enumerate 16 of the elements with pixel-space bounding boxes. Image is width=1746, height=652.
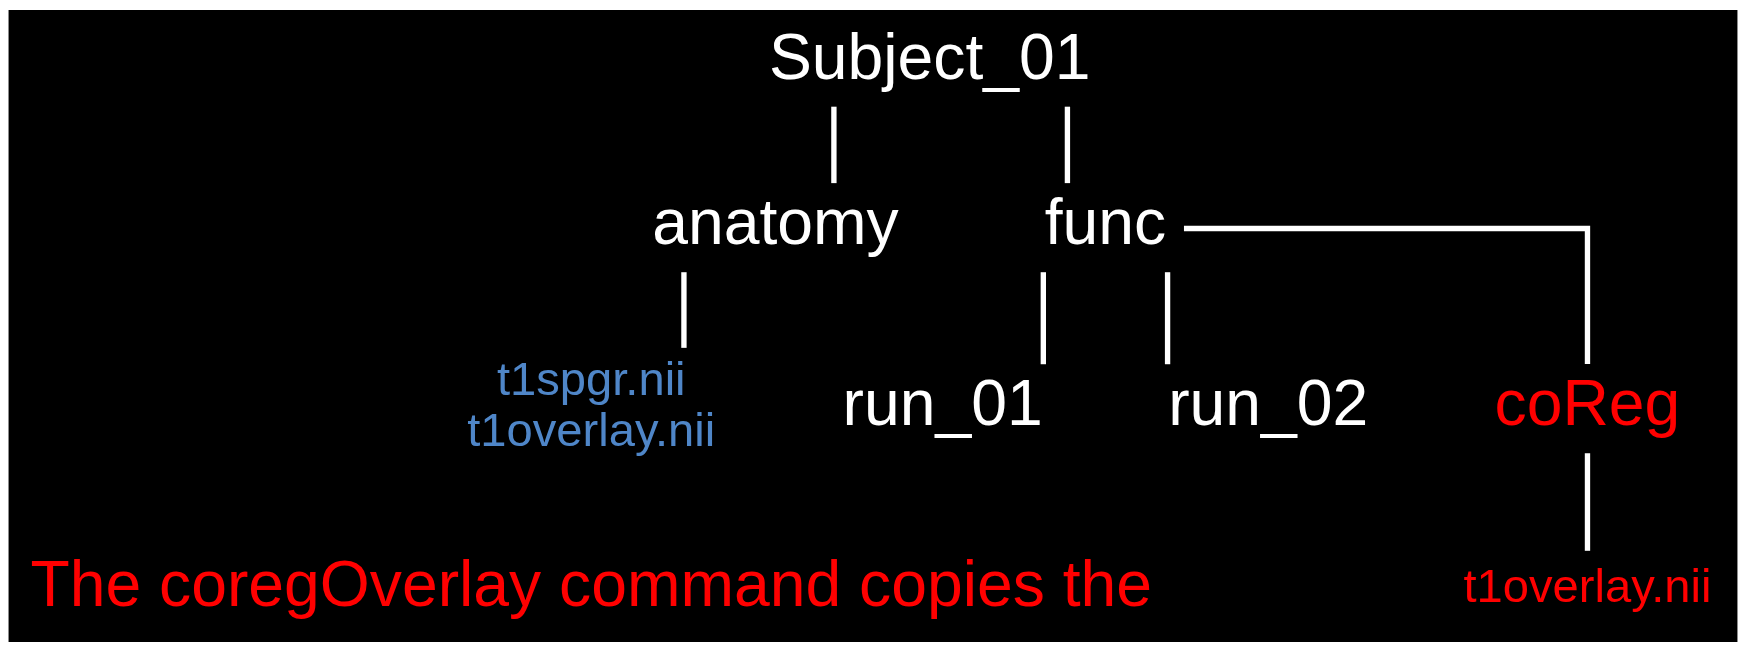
node-text: Subject_01 (768, 20, 1091, 93)
node-text: run_02 (1168, 366, 1369, 439)
connector (1584, 453, 1591, 551)
connector (681, 272, 687, 348)
label: The coregOverlay command copies the (30, 547, 1153, 620)
node-text: t1overlay.nii (1463, 558, 1712, 612)
node-text: func (1044, 185, 1167, 258)
connector (1040, 272, 1046, 365)
connector (1064, 106, 1071, 184)
connector (831, 106, 837, 184)
connector (1183, 225, 1591, 364)
node-text: run_01 (842, 366, 1043, 439)
connector (1164, 272, 1171, 365)
node-text: anatomy (652, 185, 899, 258)
node-text: coReg (1494, 366, 1681, 439)
node-text: t1spgr.nii t1overlay.nii (467, 351, 716, 457)
